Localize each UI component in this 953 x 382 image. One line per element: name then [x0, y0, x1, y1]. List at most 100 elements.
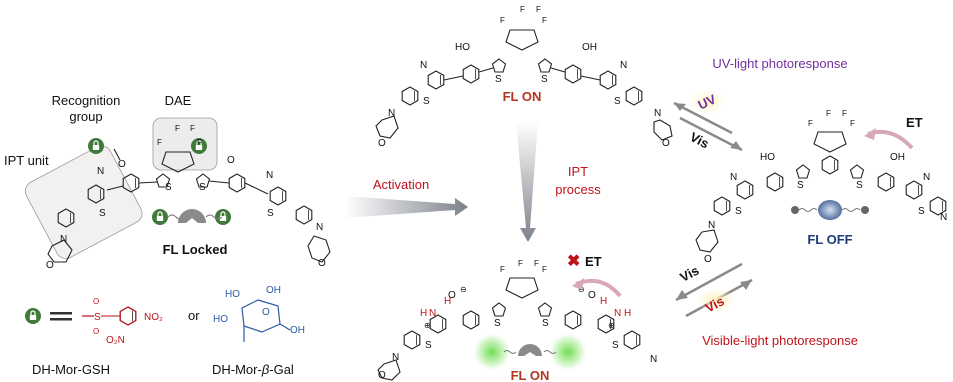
svg-text:F: F: [542, 265, 547, 274]
atom-s: S: [199, 182, 206, 193]
atom-o: O: [46, 260, 54, 271]
svg-text:S: S: [94, 312, 101, 323]
atom-n: N: [60, 234, 67, 245]
svg-text:F: F: [500, 265, 505, 274]
svg-text:⊕: ⊕: [608, 321, 615, 330]
dnbs-group: O O S NO₂ O₂N: [82, 297, 163, 346]
atom-s: S: [267, 208, 274, 219]
ipt-unit-label: IPT unit: [4, 153, 49, 168]
legend: O O S NO₂ O₂N or HO OH HO O OH DH-Mor-GS…: [24, 285, 305, 377]
svg-text:S: S: [612, 340, 619, 351]
locked-probe: Recognition group DAE IPT unit O F F F: [4, 93, 331, 271]
svg-text:HO: HO: [455, 42, 470, 53]
svg-text:O: O: [378, 370, 386, 381]
curved-arrow-icon: [864, 128, 914, 150]
svg-text:F: F: [542, 16, 547, 25]
cross-icon: ✖: [567, 253, 580, 270]
svg-text:O: O: [704, 254, 712, 265]
atom-o: O: [227, 155, 235, 166]
svg-text:N: N: [392, 352, 399, 363]
vis-label-bottom-left: Vis: [677, 263, 701, 285]
svg-text:F: F: [826, 109, 831, 118]
svg-text:N: N: [429, 308, 436, 319]
recognition-group-label-line1: Recognition: [52, 93, 121, 108]
fl-on-top-label: FL ON: [503, 89, 542, 104]
svg-text:HO: HO: [760, 152, 775, 163]
svg-text:O: O: [662, 138, 670, 149]
svg-text:O: O: [448, 290, 456, 301]
svg-text:F: F: [500, 16, 505, 25]
ipt-process-arrow: IPT process: [516, 122, 601, 242]
svg-text:N: N: [388, 108, 395, 119]
svg-text:O: O: [588, 290, 596, 301]
svg-text:H: H: [444, 296, 451, 307]
svg-text:S: S: [494, 318, 501, 329]
svg-text:S: S: [423, 96, 430, 107]
svg-text:S: S: [541, 74, 548, 85]
emission-glow: [474, 334, 586, 370]
lock-icon: [87, 137, 105, 155]
atom-n: N: [97, 166, 104, 177]
recognition-group-label-line2: group: [69, 109, 102, 124]
svg-text:H: H: [600, 296, 607, 307]
svg-text:HO: HO: [225, 289, 240, 300]
svg-text:O: O: [262, 307, 270, 318]
svg-text:OH: OH: [290, 325, 305, 336]
fl-locked-label: FL Locked: [163, 242, 228, 257]
atom-n: N: [266, 170, 273, 181]
curved-arrow-icon: [572, 278, 622, 298]
activation-label: Activation: [373, 177, 429, 192]
svg-text:S: S: [797, 180, 804, 191]
or-label: or: [188, 308, 200, 323]
svg-text:S: S: [735, 206, 742, 217]
atom-no2: NO₂: [144, 312, 163, 323]
svg-text:N: N: [654, 108, 661, 119]
atom-f: F: [190, 124, 195, 133]
ipt-unit-box: [24, 145, 143, 259]
svg-text:⊕: ⊕: [424, 321, 431, 330]
svg-text:S: S: [425, 340, 432, 351]
atom-n: N: [316, 222, 323, 233]
fl-on-bottom-label: FL ON: [511, 368, 550, 382]
atom-f: F: [197, 138, 202, 147]
uv-photoresponse-label: UV-light photoresponse: [712, 56, 847, 71]
fl-off-molecule: F F F F HO OH S S N N S S N N O: [695, 109, 947, 265]
ipt-process-label-line2: process: [555, 182, 601, 197]
svg-text:N: N: [923, 172, 930, 183]
svg-text:S: S: [542, 318, 549, 329]
uv-label: UV: [696, 91, 719, 112]
atom-o2n: O₂N: [106, 335, 125, 346]
svg-text:F: F: [536, 5, 541, 14]
svg-text:O: O: [93, 327, 99, 336]
energy-transfer-orb: [791, 200, 869, 220]
svg-text:F: F: [850, 119, 855, 128]
svg-text:O: O: [93, 297, 99, 306]
atom-f: F: [157, 138, 162, 147]
svg-text:S: S: [918, 206, 925, 217]
activation-arrow: Activation: [345, 177, 468, 218]
locked-skeleton: O F F F F S S N S N O O N S: [46, 124, 331, 271]
probe-gal-label: DH-Mor-β-Gal: [212, 362, 294, 377]
galactose-group: HO OH HO O OH: [213, 285, 305, 342]
visible-photoresponse-label: Visible-light photoresponse: [702, 333, 858, 348]
vis-vis-arrows: Vis Vis: [675, 263, 753, 318]
et-label-bottom: ET: [585, 254, 602, 269]
svg-text:N: N: [620, 60, 627, 71]
svg-text:F: F: [518, 259, 523, 268]
fl-on-top-molecule: F F F F HO OH S S N N S S N N O O: [375, 5, 673, 149]
svg-text:F: F: [842, 109, 847, 118]
probe-gsh-label: DH-Mor-GSH: [32, 362, 110, 377]
svg-text:N: N: [940, 212, 947, 223]
atom-f: F: [175, 124, 180, 133]
atom-o: O: [118, 159, 126, 170]
dae-box: [152, 117, 218, 171]
atom-o: O: [318, 258, 326, 269]
svg-text:S: S: [495, 74, 502, 85]
dae-label: DAE: [165, 93, 192, 108]
svg-text:OH: OH: [890, 152, 905, 163]
fl-on-bottom-molecule: F F F F O ⊖ H O ⊖ H N H ⊕ N ⊕ H S S S S …: [377, 259, 657, 381]
svg-text:H: H: [624, 308, 631, 319]
svg-text:HO: HO: [213, 314, 228, 325]
svg-text:S: S: [614, 96, 621, 107]
